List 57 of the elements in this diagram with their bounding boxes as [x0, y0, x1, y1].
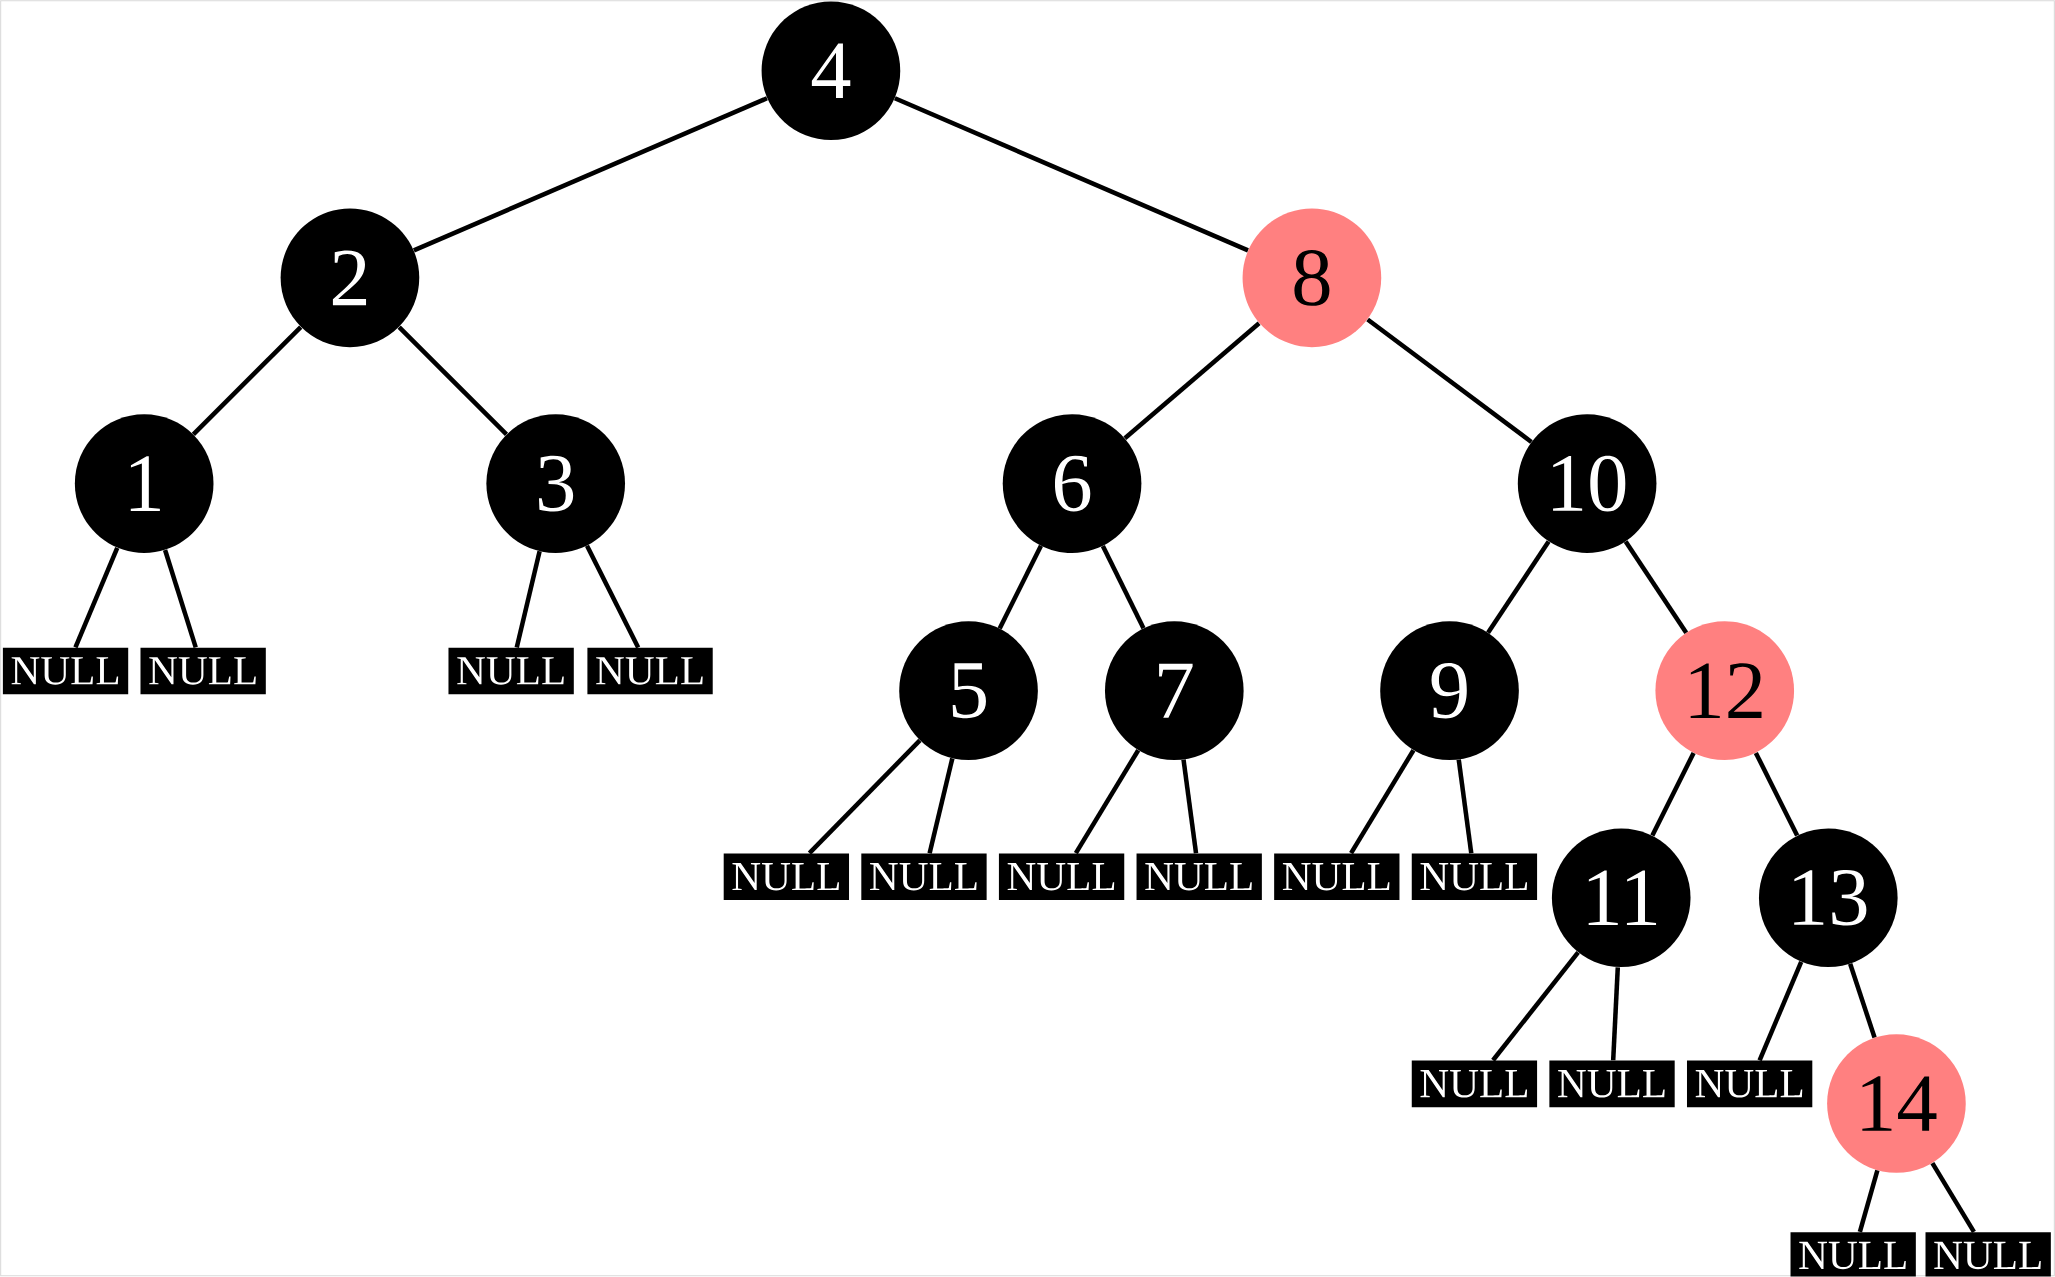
tree-edge	[1181, 759, 1199, 854]
tree-edge	[893, 96, 1249, 253]
tree-edge	[1123, 321, 1261, 441]
null-leaf: NULL	[723, 853, 850, 901]
tree-node: 3	[486, 414, 626, 554]
tree-node: 8	[1242, 208, 1382, 348]
null-leaf: NULL	[448, 647, 574, 695]
tree-node: 14	[1827, 1034, 1966, 1174]
tree-node: 4	[761, 1, 901, 141]
tree-edge	[397, 325, 509, 437]
tree-node: 12	[1655, 621, 1795, 761]
tree-node: 9	[1380, 621, 1519, 761]
tree-node: 11	[1551, 828, 1691, 968]
null-leaf: NULL	[1411, 1060, 1538, 1108]
tree-edge	[1650, 752, 1696, 837]
tree-edge	[997, 545, 1043, 630]
tree-edge	[1930, 1162, 1976, 1234]
null-leaf: NULL	[1274, 853, 1400, 901]
null-leaf: NULL	[2, 647, 129, 695]
tree-edge	[1757, 961, 1804, 1062]
null-leaf: NULL	[1549, 1060, 1675, 1108]
null-leaf: NULL	[1687, 1060, 1813, 1108]
null-leaf: NULL	[1790, 1232, 1916, 1277]
null-leaf: NULL	[861, 853, 987, 901]
tree-node: 1	[74, 414, 214, 554]
tree-edge	[1610, 967, 1621, 1061]
tree-edge	[1366, 317, 1533, 444]
null-leaf: NULL	[1411, 853, 1538, 901]
null-leaf: NULL	[1925, 1232, 2051, 1277]
tree-edge	[412, 96, 768, 253]
null-leaf: NULL	[587, 647, 713, 695]
tree-edge	[191, 325, 303, 437]
tree-edge	[162, 549, 198, 649]
tree-edge	[1100, 545, 1146, 630]
null-leaf: NULL	[1136, 853, 1262, 901]
tree-edge	[1623, 540, 1689, 635]
tree-node: 7	[1104, 621, 1244, 761]
tree-edge	[73, 547, 120, 649]
null-leaf: NULL	[998, 853, 1125, 901]
tree-edge	[1753, 752, 1800, 837]
tree-edge	[584, 545, 641, 649]
tree-edge	[807, 739, 922, 856]
tree-node: 13	[1758, 828, 1898, 968]
tree-node: 10	[1517, 414, 1657, 554]
tree-edge	[1848, 963, 1877, 1039]
tree-edge	[927, 758, 955, 854]
tree-edge	[514, 551, 542, 649]
tree-edge	[1857, 1170, 1880, 1233]
tree-edge	[1491, 951, 1580, 1062]
tree-node: 5	[899, 621, 1038, 761]
null-leaf: NULL	[140, 647, 266, 695]
tree-edge	[1456, 759, 1474, 854]
tree-edge	[1486, 540, 1551, 635]
tree-edge	[1073, 749, 1141, 855]
tree-node: 6	[1002, 414, 1142, 554]
tree-edge	[1349, 749, 1416, 855]
tree-node: 2	[280, 208, 420, 348]
